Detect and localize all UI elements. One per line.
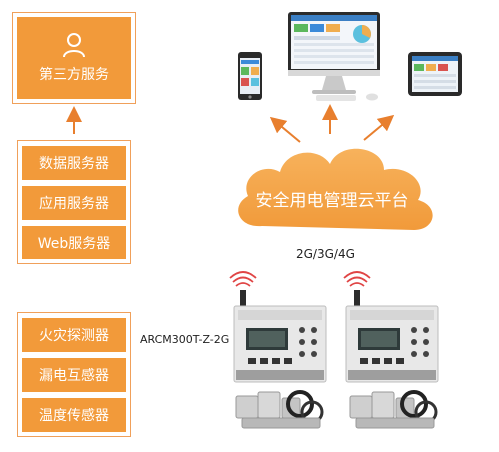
sensor-leakage: 漏电互感器 xyxy=(22,358,126,392)
third-party-label: 第三方服务 xyxy=(39,67,109,83)
cloud-shape xyxy=(238,148,433,230)
sensor-leakage-label: 漏电互感器 xyxy=(39,368,109,384)
server-web: Web服务器 xyxy=(22,226,126,259)
server-data-label: 数据服务器 xyxy=(39,156,109,172)
arcm-device-2 xyxy=(343,271,439,429)
arrow-cloud-to-tablet xyxy=(363,114,395,141)
server-web-label: Web服务器 xyxy=(37,235,111,252)
cloud-label: 安全用电管理云平台 xyxy=(255,191,409,211)
tablet-icon xyxy=(408,52,462,96)
arrow-cloud-to-phone xyxy=(269,116,301,143)
sensor-fire: 火灾探测器 xyxy=(22,318,126,352)
server-stack-frame xyxy=(17,140,131,264)
sensor-temperature: 温度传感器 xyxy=(22,398,126,432)
server-app-label: 应用服务器 xyxy=(39,196,109,212)
sensor-fire-label: 火灾探测器 xyxy=(39,328,109,344)
monitor-icon xyxy=(288,12,380,101)
third-party-frame xyxy=(12,12,136,104)
arcm-device-1 xyxy=(229,271,327,429)
server-data: 数据服务器 xyxy=(22,146,126,180)
third-party-box: 第三方服务 xyxy=(17,17,131,99)
network-label: 2G/3G/4G xyxy=(296,247,355,261)
server-app: 应用服务器 xyxy=(22,186,126,220)
phone-icon xyxy=(238,52,262,100)
user-icon xyxy=(63,33,85,58)
sensor-temperature-label: 温度传感器 xyxy=(39,408,109,424)
device-model-label: ARCM300T-Z-2G xyxy=(140,333,230,346)
sensor-stack-frame xyxy=(17,312,131,437)
